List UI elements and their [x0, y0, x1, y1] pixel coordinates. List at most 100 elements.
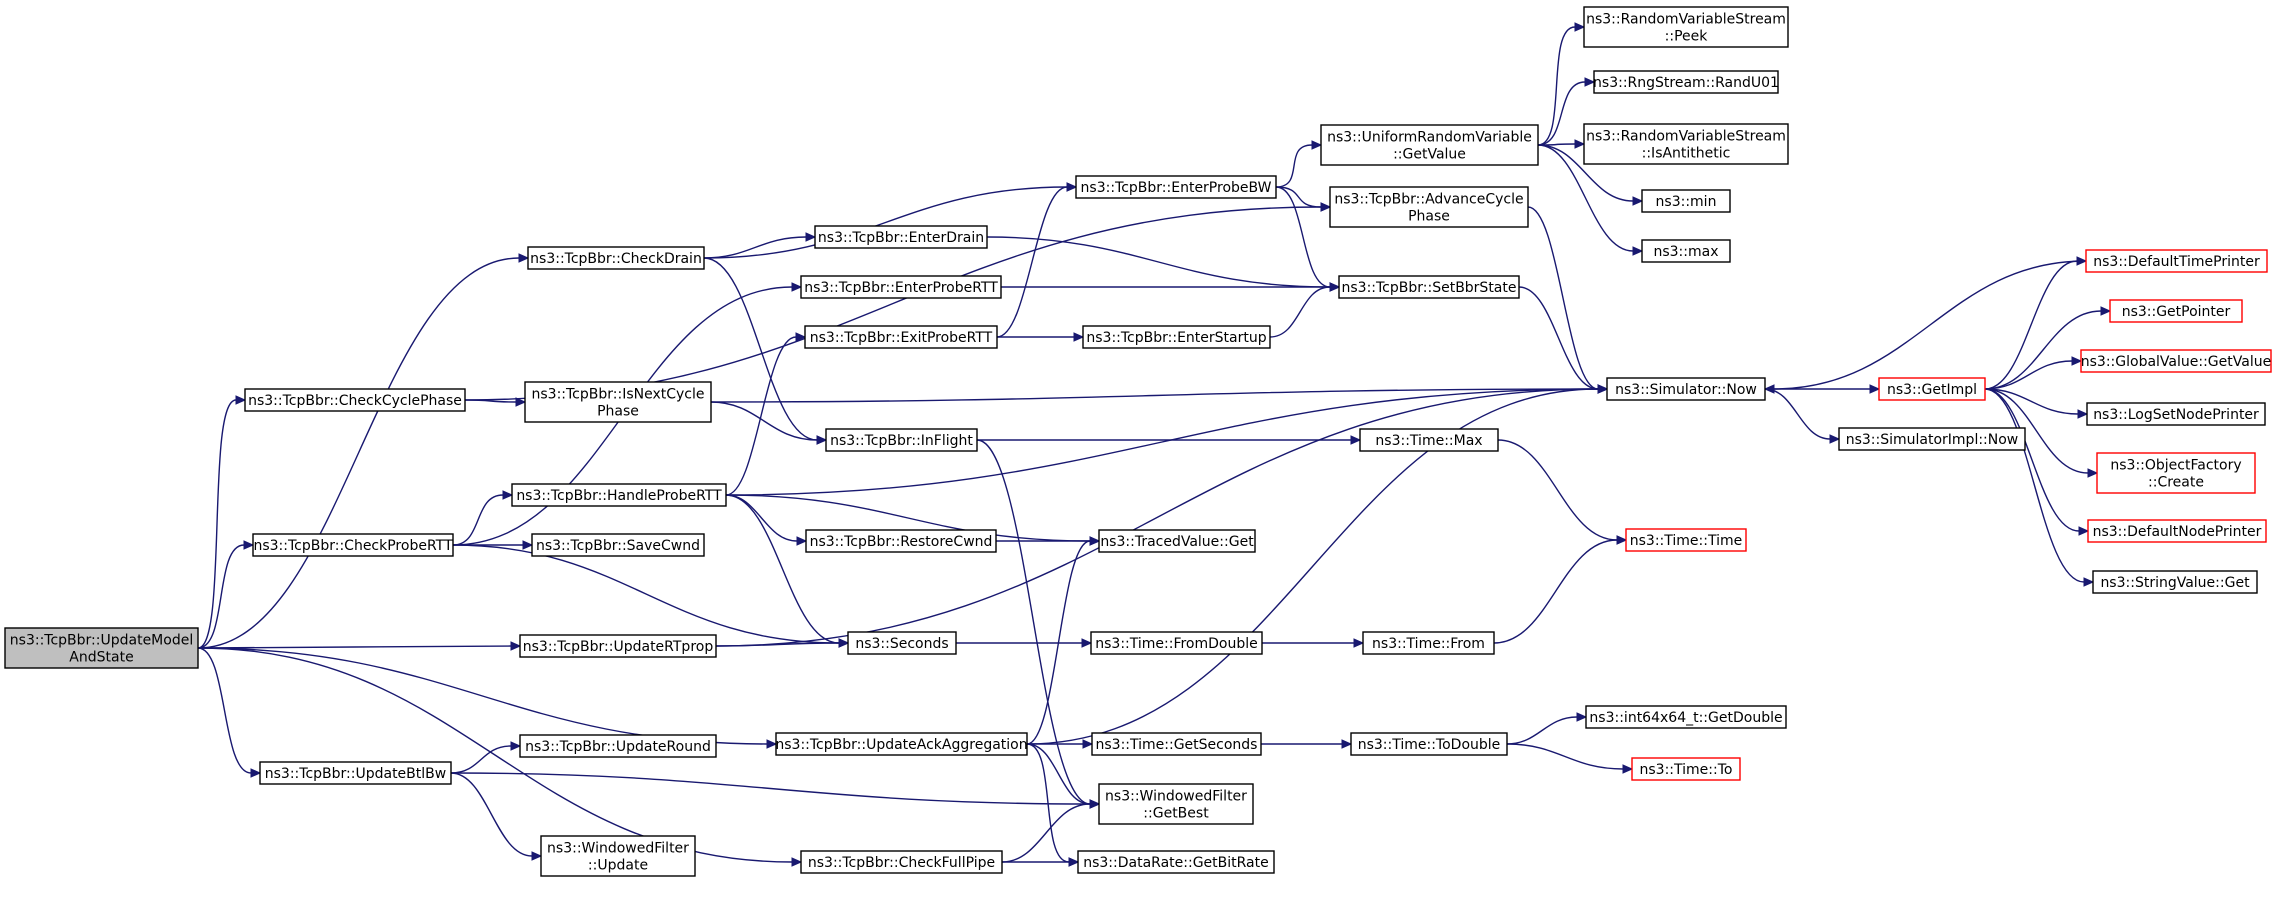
node-box [1090, 631, 1263, 655]
node-object-factory-create[interactable]: ns3::ObjectFactory::Create [2096, 452, 2256, 494]
node-box [540, 835, 696, 877]
node-in-flight[interactable]: ns3::TcpBbr::InFlight [825, 428, 978, 452]
node-log-set-node-printer[interactable]: ns3::LogSetNodePrinter [2086, 402, 2266, 426]
arrowhead-icon [795, 332, 807, 342]
nodes-layer: ns3::TcpBbr::UpdateModelAndStatens3::Tcp… [4, 6, 2272, 877]
node-get-pointer[interactable]: ns3::GetPointer [2109, 299, 2243, 323]
node-get-bit-rate[interactable]: ns3::DataRate::GetBitRate [1077, 850, 1275, 874]
node-label: ns3::Seconds [855, 636, 948, 652]
node-get-seconds[interactable]: ns3::Time::GetSeconds [1091, 732, 1262, 756]
node-is-antithetic[interactable]: ns3::RandomVariableStream::IsAntithetic [1583, 123, 1789, 165]
node-traced-get[interactable]: ns3::TracedValue::Get [1098, 529, 1256, 553]
arrowhead-icon [796, 536, 808, 546]
node-default-time-printer[interactable]: ns3::DefaultTimePrinter [2085, 249, 2268, 273]
node-seconds[interactable]: ns3::Seconds [847, 631, 957, 655]
node-wf-update[interactable]: ns3::WindowedFilter::Update [540, 835, 696, 877]
node-box [1098, 783, 1254, 825]
edge-is-next-cycle-phase-to-in-flight [710, 401, 828, 445]
arrowhead-icon [1341, 739, 1353, 749]
node-box [800, 275, 1002, 299]
node-string-value-get[interactable]: ns3::StringValue::Get [2092, 570, 2258, 594]
edge-enter-probe-bw-to-advance-cycle-phase [1275, 186, 1332, 212]
edge-handle-probe-rtt-to-exit-probe-rtt [725, 332, 807, 496]
node-get-impl[interactable]: ns3::GetImpl [1878, 377, 1986, 401]
node-sim-impl-now[interactable]: ns3::SimulatorImpl::Now [1838, 427, 2026, 451]
node-set-bbr-state[interactable]: ns3::TcpBbr::SetBbrState [1338, 275, 1520, 299]
node-time-from[interactable]: ns3::Time::From [1362, 631, 1495, 655]
node-enter-probe-rtt[interactable]: ns3::TcpBbr::EnterProbeRTT [800, 275, 1002, 299]
node-restore-cwnd[interactable]: ns3::TcpBbr::RestoreCwnd [805, 529, 997, 553]
node-enter-probe-bw[interactable]: ns3::TcpBbr::EnterProbeBW [1075, 175, 1277, 199]
edge-root-to-check-cycle-phase [197, 395, 247, 649]
arrowhead-icon [791, 282, 803, 292]
node-label: ns3::TcpBbr::EnterProbeRTT [804, 280, 998, 296]
node-wf-get-best[interactable]: ns3::WindowedFilter::GetBest [1098, 783, 1254, 825]
node-box [1641, 189, 1731, 213]
node-check-probe-rtt[interactable]: ns3::TcpBbr::CheckProbeRTT [252, 533, 454, 557]
node-enter-startup[interactable]: ns3::TcpBbr::EnterStartup [1082, 325, 1271, 349]
arrowhead-icon [1829, 434, 1841, 444]
node-save-cwnd[interactable]: ns3::TcpBbr::SaveCwnd [531, 533, 705, 557]
node-update-round[interactable]: ns3::TcpBbr::UpdateRound [519, 734, 717, 758]
edge-root-to-check-drain [197, 253, 530, 649]
arrowhead-icon [531, 851, 543, 861]
node-label: Phase [597, 404, 639, 420]
node-int64-get-double[interactable]: ns3::int64x64_t::GetDouble [1585, 705, 1787, 729]
node-label: ns3::TcpBbr::CheckProbeRTT [253, 538, 452, 554]
node-label: ::GetBest [1143, 806, 1209, 822]
arrowhead-icon [1320, 202, 1332, 212]
node-min[interactable]: ns3::min [1641, 189, 1731, 213]
node-time-time[interactable]: ns3::Time::Time [1625, 528, 1747, 552]
node-label: ns3::DefaultNodePrinter [2093, 524, 2262, 540]
arrowhead-icon [791, 857, 803, 867]
arrowhead-icon [1311, 140, 1323, 150]
node-box [2086, 402, 2266, 426]
node-box [1878, 377, 1986, 401]
node-update-rtprop[interactable]: ns3::TcpBbr::UpdateRTprop [519, 634, 717, 658]
node-max[interactable]: ns3::max [1641, 239, 1731, 263]
node-update-btl-bw[interactable]: ns3::TcpBbr::UpdateBtlBw [259, 761, 452, 785]
arrowhead-icon [250, 768, 262, 778]
edge-check-probe-rtt-to-handle-probe-rtt [452, 490, 514, 546]
node-handle-probe-rtt[interactable]: ns3::TcpBbr::HandleProbeRTT [511, 483, 727, 507]
node-label: ns3::TcpBbr::UpdateModel [10, 633, 193, 649]
node-global-value-get[interactable]: ns3::GlobalValue::GetValue [2080, 349, 2272, 373]
node-from-double[interactable]: ns3::Time::FromDouble [1090, 631, 1263, 655]
node-box [775, 732, 1028, 756]
node-enter-drain[interactable]: ns3::TcpBbr::EnterDrain [814, 225, 988, 249]
node-label: ns3::LogSetNodePrinter [2093, 407, 2259, 423]
node-update-ack-agg[interactable]: ns3::TcpBbr::UpdateAckAggregation [775, 732, 1028, 756]
edge-update-btl-bw-to-wf-update [450, 772, 543, 861]
node-check-drain[interactable]: ns3::TcpBbr::CheckDrain [527, 246, 705, 270]
node-to-double[interactable]: ns3::Time::ToDouble [1350, 732, 1508, 756]
node-box [1320, 124, 1539, 166]
node-urv-get-value[interactable]: ns3::UniformRandomVariable::GetValue [1320, 124, 1539, 166]
node-label: ns3::ObjectFactory [2110, 458, 2241, 474]
node-check-full-pipe[interactable]: ns3::TcpBbr::CheckFullPipe [800, 850, 1003, 874]
node-rvs-peek[interactable]: ns3::RandomVariableStream::Peek [1583, 6, 1789, 48]
node-label: ns3::GetImpl [1887, 382, 1977, 398]
arrowhead-icon [1066, 182, 1078, 192]
node-check-cycle-phase[interactable]: ns3::TcpBbr::CheckCyclePhase [244, 388, 466, 412]
edge-handle-probe-rtt-to-restore-cwnd [725, 494, 808, 546]
node-box [1583, 123, 1789, 165]
node-exit-probe-rtt[interactable]: ns3::TcpBbr::ExitProbeRTT [804, 325, 998, 349]
arrowhead-icon [1584, 77, 1596, 87]
arrowhead-icon [243, 540, 255, 550]
node-time-max[interactable]: ns3::Time::Max [1359, 428, 1499, 452]
node-label: ns3::TracedValue::Get [1100, 534, 1254, 550]
edge-check-probe-rtt-to-seconds [452, 544, 850, 648]
node-label: ns3::Time::To [1640, 762, 1733, 778]
node-box [524, 381, 712, 423]
node-box [531, 533, 705, 557]
node-sim-now[interactable]: ns3::Simulator::Now [1606, 377, 1766, 401]
node-label: ns3::RandomVariableStream [1586, 12, 1786, 28]
edge-exit-probe-rtt-to-enter-startup [996, 332, 1085, 342]
node-time-to[interactable]: ns3::Time::To [1631, 757, 1741, 781]
node-rand-u01[interactable]: ns3::RngStream::RandU01 [1593, 70, 1779, 94]
node-default-node-printer[interactable]: ns3::DefaultNodePrinter [2087, 519, 2267, 543]
edge-enter-drain-to-set-bbr-state [986, 236, 1341, 292]
